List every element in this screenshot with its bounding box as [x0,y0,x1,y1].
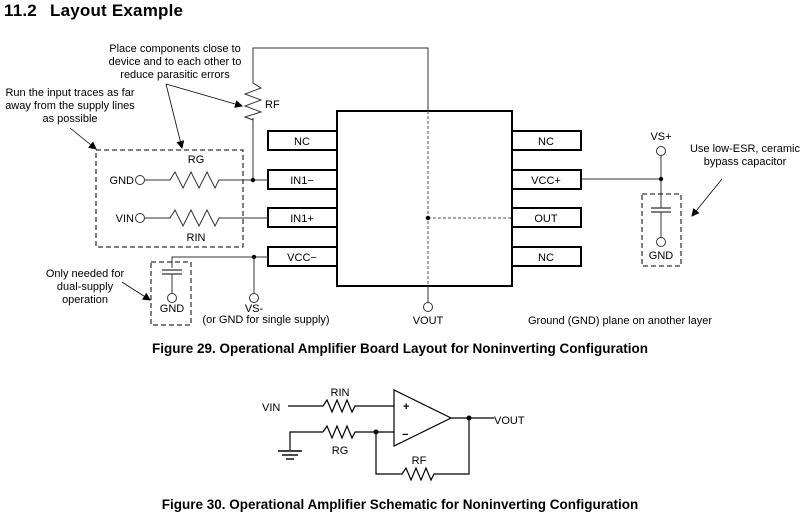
rg-resistor [145,170,268,190]
sch-vout-label: VOUT [494,415,525,427]
vs-minus-label: VS- [245,303,264,315]
sch-rg-label: RG [332,445,349,457]
bypass-gnd-label: GND [649,250,674,262]
arrow-to-input-box [69,127,97,150]
svg-text:as possible: as possible [42,113,97,125]
svg-text:dual-supply: dual-supply [57,281,114,293]
vin-label: VIN [116,213,134,225]
ground-plane-note: Ground (GND) plane on another layer [528,315,712,327]
right-pin-8: NC [511,130,582,151]
bypass-cap-box [641,193,682,267]
arrow-to-rg [165,83,185,149]
annotation-place-components: Place components close to device and to … [109,43,242,81]
svg-text:IN1+: IN1+ [290,213,314,225]
svg-text:bypass capacitor: bypass capacitor [704,156,787,168]
op-amp-triangle [393,389,453,447]
input-components-box [95,149,244,248]
right-pin-7: VCC+ [511,169,582,190]
rf-junction [250,177,256,183]
annotation-input-traces: Run the input traces as far away from th… [5,87,135,125]
schematic-diagram: VIN RIN RG + − VOUT RF [262,387,525,482]
svg-text:NC: NC [538,252,554,264]
gnd-input-label: GND [110,175,135,187]
svg-text:reduce parasitic errors: reduce parasitic errors [120,69,230,81]
right-pin-6: OUT [511,207,582,228]
svg-text:device and to each other to: device and to each other to [109,56,242,68]
annotation-dual-supply: Only needed for dual-supply operation [46,268,125,306]
svg-text:operation: operation [62,294,108,306]
dual-gnd-label: GND [160,303,185,315]
svg-text:Run the input traces as far: Run the input traces as far [5,87,134,99]
figure-30-caption: Figure 30. Operational Amplifier Schemat… [161,497,639,512]
out-junction [425,215,431,221]
feedback-top-trace [252,47,429,111]
right-pin-5: NC [511,246,582,267]
svg-text:Place components close to: Place components close to [109,43,240,55]
vs-plus-terminal [656,146,666,156]
bypass-gnd-terminal [656,237,666,247]
arrow-to-bypass-box [691,178,723,217]
section-number: 11.2 [4,1,37,20]
rf-label: RF [265,99,280,111]
op-amp-minus: − [402,429,408,441]
svg-text:OUT: OUT [534,213,558,225]
rin-label: RIN [187,232,206,244]
sch-rg-resistor [322,424,394,440]
svg-text:VCC+: VCC+ [531,175,561,187]
arrow-to-rf [165,83,243,108]
ic-package [336,110,513,287]
rg-label: RG [188,154,205,166]
svg-text:Only needed for: Only needed for [46,268,125,280]
rf-resistor [243,80,263,121]
vs-plus-label: VS+ [650,131,671,143]
sch-rin-resistor [288,398,394,414]
annotation-bypass-cap: Use low-ESR, ceramic bypass capacitor [690,143,800,168]
vout-label: VOUT [413,315,444,327]
left-pin-2: IN1− [267,169,338,190]
sch-rf-label: RF [412,455,427,467]
sch-rin-label: RIN [331,387,350,399]
arrow-to-dual-box [121,281,151,301]
figure-29-caption: Figure 29. Operational Amplifier Board L… [151,341,649,356]
vs-minus-note: (or GND for single supply) [202,314,329,326]
svg-text:NC: NC [294,136,310,148]
vin-terminal [135,213,145,223]
dual-gnd-terminal [167,293,177,303]
section-heading: 11.2 Layout Example [4,1,183,21]
op-amp-plus: + [403,401,409,413]
svg-text:IN1−: IN1− [290,175,314,187]
svg-text:VCC−: VCC− [287,252,317,264]
svg-text:Use low-ESR, ceramic: Use low-ESR, ceramic [690,143,800,155]
section-title: Layout Example [50,1,184,20]
left-pin-1: NC [267,130,338,151]
rin-resistor [145,208,268,228]
svg-text:away from the supply lines: away from the supply lines [5,100,135,112]
gnd-input-terminal [135,175,145,185]
dual-supply-cap-box [150,261,192,326]
vcc-minus-trace [171,256,268,268]
svg-text:NC: NC [538,136,554,148]
left-pin-3: IN1+ [267,207,338,228]
vcc-plus-junction [658,176,664,182]
vout-terminal [423,302,433,312]
left-pin-4: VCC− [267,246,338,267]
sch-vin-label: VIN [262,402,280,414]
sch-rf-resistor [375,418,470,482]
vs-minus-terminal [249,293,259,303]
sch-ground-wire [289,431,323,450]
